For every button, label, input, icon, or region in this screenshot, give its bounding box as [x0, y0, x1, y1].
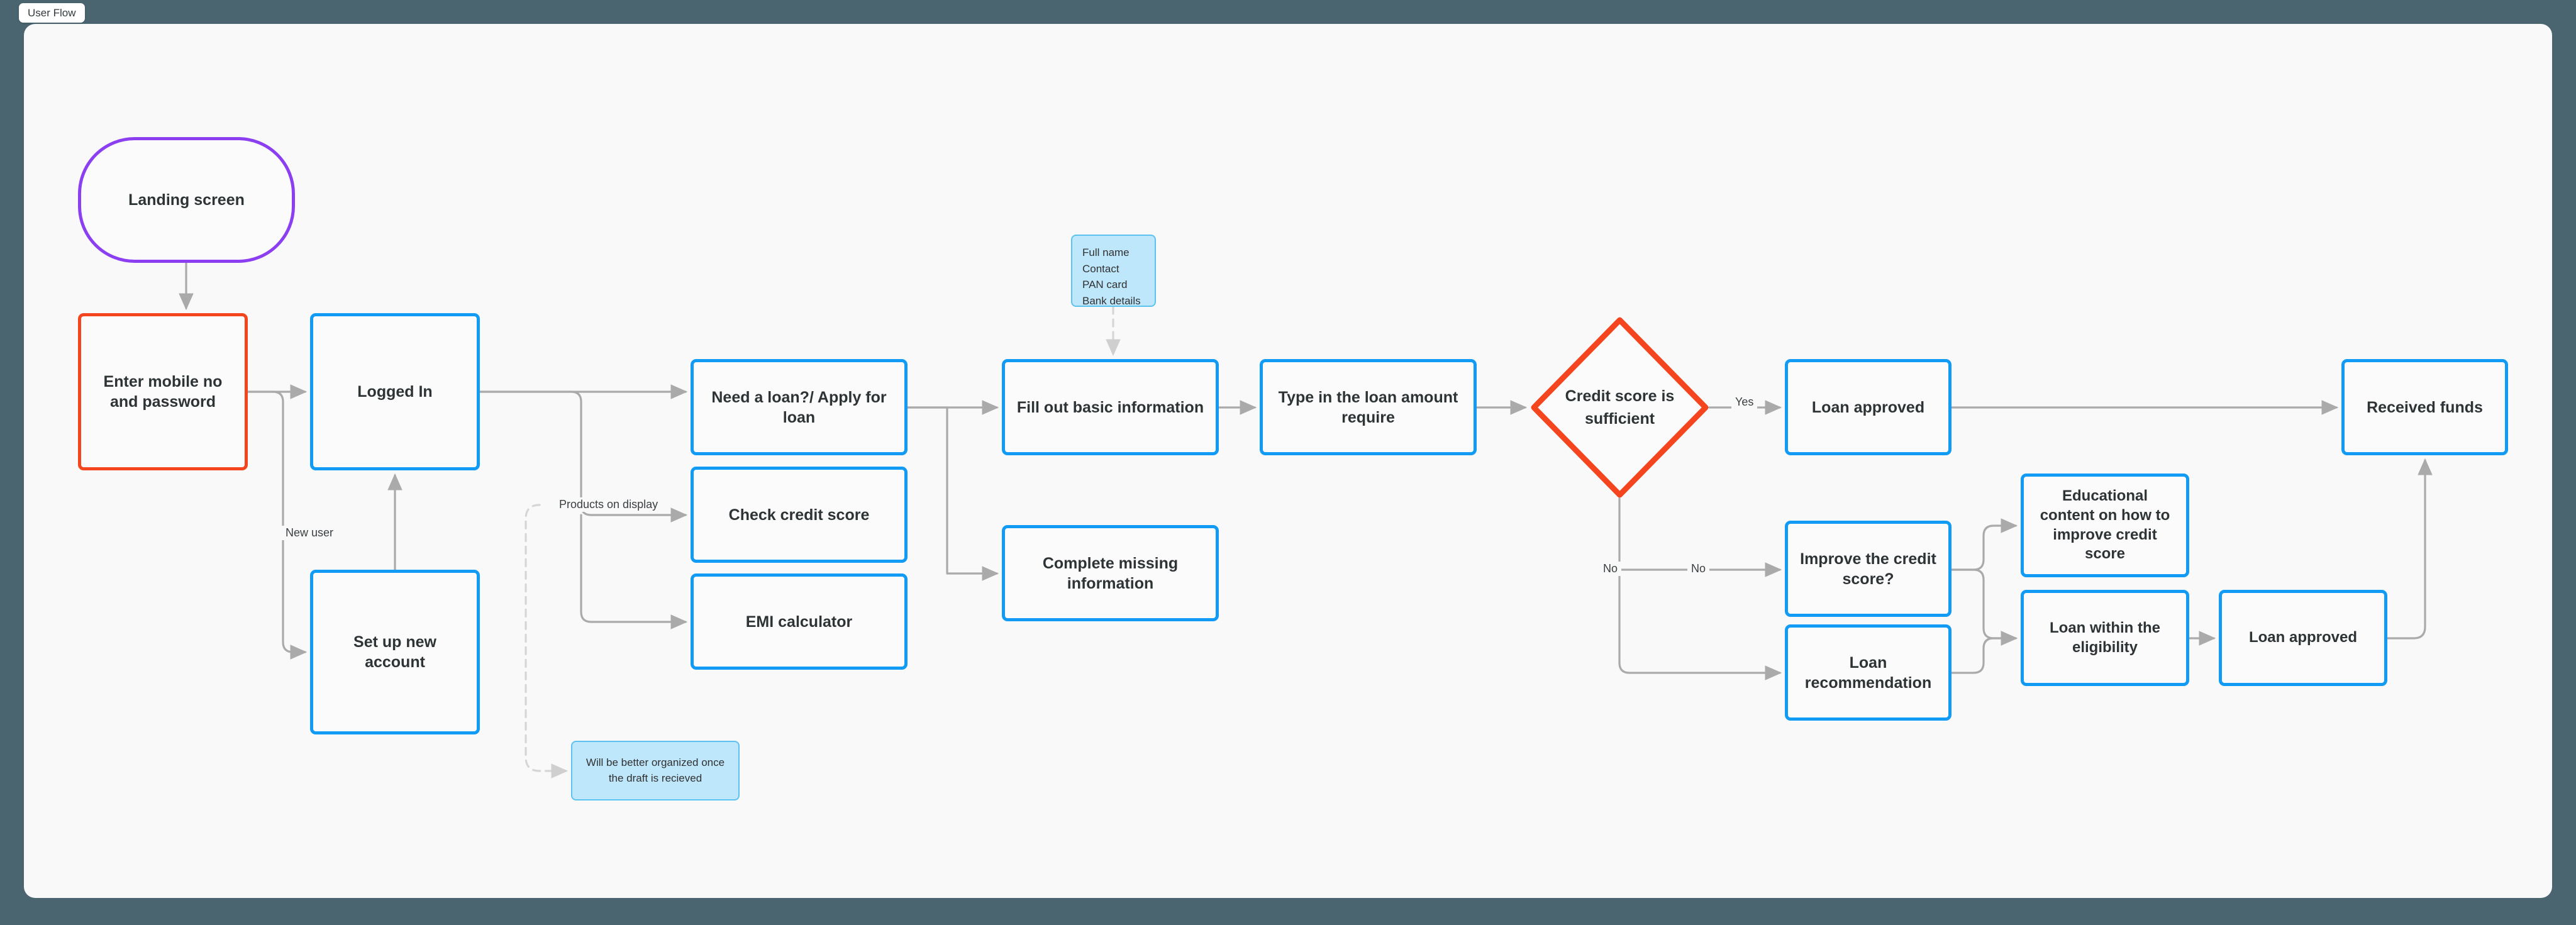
node-label: Improve the credit score? — [1800, 550, 1936, 588]
node-label: Educational content on how to improve cr… — [2040, 487, 2170, 563]
edge-label-no-left: No — [1599, 562, 1622, 576]
tab-user-flow[interactable]: User Flow — [19, 3, 85, 23]
node-label: EMI calculator — [745, 612, 853, 631]
node-educational-content[interactable]: Educational content on how to improve cr… — [2021, 474, 2189, 577]
sticky-list-item: Contact — [1082, 262, 1119, 275]
edge-recommendation-to-eligibility — [1950, 631, 2018, 674]
diamond-shape-icon — [1531, 317, 1709, 498]
node-loan-approved-top[interactable]: Loan approved — [1785, 359, 1951, 455]
node-label: Enter mobile no and password — [103, 373, 223, 411]
edge-products-to-draftnote — [525, 504, 569, 778]
edge-decision-no-to-recommendation — [1618, 568, 1782, 680]
edge-label-products-on-display: Products on display — [555, 497, 662, 512]
node-label: Logged In — [357, 383, 433, 401]
node-label: Need a loan?/ Apply for loan — [711, 388, 887, 426]
node-label: Check credit score — [728, 506, 870, 524]
sticky-note-text: Will be better organized once the draft … — [586, 756, 725, 784]
node-label: Set up new account — [353, 633, 436, 671]
edge-enter-to-setup — [247, 390, 308, 660]
node-label: Type in the loan amount require — [1278, 388, 1458, 426]
sticky-list-item: Bank details — [1082, 294, 1141, 307]
node-received-funds[interactable]: Received funds — [2341, 359, 2508, 455]
node-loan-within-eligibility[interactable]: Loan within the eligibility — [2021, 590, 2189, 686]
node-logged-in[interactable]: Logged In — [310, 313, 480, 470]
node-label: Received funds — [2367, 398, 2483, 416]
node-label: Complete missing information — [1042, 554, 1179, 592]
node-label: Loan approved — [1811, 398, 1925, 416]
node-label: Credit score is sufficient — [1565, 387, 1675, 428]
node-complete-missing-information[interactable]: Complete missing information — [1002, 525, 1219, 621]
node-need-a-loan[interactable]: Need a loan?/ Apply for loan — [691, 359, 908, 455]
node-label: Loan approved — [2248, 629, 2358, 646]
node-fill-basic-information[interactable]: Fill out basic information — [1002, 359, 1219, 455]
node-loan-recommendation[interactable]: Loan recommendation — [1785, 624, 1951, 721]
node-loan-approved-bottom[interactable]: Loan approved — [2219, 590, 2387, 686]
sticky-note-form-fields[interactable]: Full name Contact PAN card Bank details — [1071, 235, 1156, 307]
node-label: Loan recommendation — [1804, 653, 1932, 692]
edge-loggedin-to-checkscore — [479, 390, 688, 523]
edge-label-yes: Yes — [1731, 395, 1758, 409]
node-credit-score-decision[interactable]: Credit score is sufficient — [1530, 316, 1709, 499]
node-enter-mobile-password[interactable]: Enter mobile no and password — [78, 313, 248, 470]
edge-improve-to-educational — [1950, 518, 2018, 571]
edge-label-new-user: New user — [282, 526, 338, 540]
node-label: Loan within the eligibility — [2050, 619, 2160, 656]
edge-improve-to-eligibility — [1950, 568, 2018, 646]
node-landing-screen[interactable]: Landing screen — [78, 137, 295, 263]
node-type-loan-amount[interactable]: Type in the loan amount require — [1260, 359, 1477, 455]
node-label: Fill out basic information — [1016, 398, 1204, 416]
edge-needloan-to-completemissing — [906, 406, 999, 581]
node-improve-credit-score[interactable]: Improve the credit score? — [1785, 521, 1951, 617]
edge-loggedin-to-emi — [580, 514, 688, 629]
sticky-note-draft[interactable]: Will be better organized once the draft … — [571, 741, 740, 800]
node-label: Landing screen — [128, 191, 245, 209]
node-emi-calculator[interactable]: EMI calculator — [691, 573, 908, 670]
node-check-credit-score[interactable]: Check credit score — [691, 467, 908, 563]
node-set-up-new-account[interactable]: Set up new account — [310, 570, 480, 734]
edge-label-no-right: No — [1687, 562, 1710, 576]
diagram-canvas[interactable]: Landing screen Enter mobile no and passw… — [24, 24, 2552, 898]
sticky-list-item: Full name — [1082, 246, 1130, 258]
sticky-list-item: PAN card — [1082, 279, 1128, 291]
edge-loanapprovedbottom-to-receivedfunds — [2386, 458, 2433, 640]
